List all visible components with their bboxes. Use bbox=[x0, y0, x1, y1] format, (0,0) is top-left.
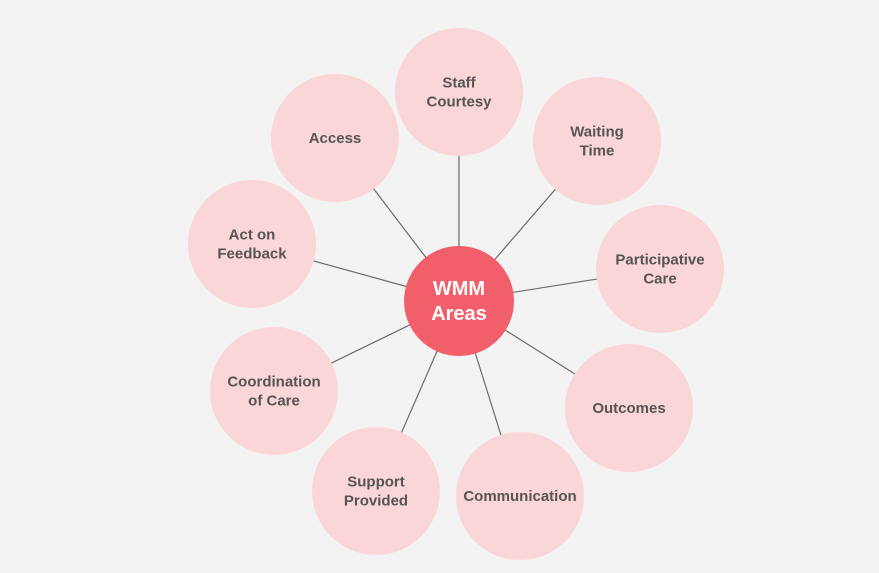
area-label: Support bbox=[347, 474, 405, 491]
center-node: WMM Areas bbox=[404, 246, 514, 356]
area-label: Feedback bbox=[217, 246, 287, 263]
area-label: Access bbox=[309, 130, 362, 147]
area-label: Waiting bbox=[570, 124, 624, 141]
area-circle bbox=[533, 77, 661, 205]
area-label: Coordination bbox=[227, 374, 320, 391]
area-label: of Care bbox=[248, 393, 300, 410]
area-node-access: Access bbox=[271, 74, 399, 202]
area-circle bbox=[188, 180, 316, 308]
area-circle bbox=[596, 205, 724, 333]
area-node-coordination-of-care: Coordination of Care bbox=[210, 327, 338, 455]
area-label: Participative bbox=[615, 252, 704, 269]
area-circle bbox=[210, 327, 338, 455]
center-label-line-1: WMM bbox=[433, 278, 485, 300]
area-nodes: StaffCourtesyWaitingTimeParticipativeCar… bbox=[188, 28, 724, 560]
area-label: Outcomes bbox=[592, 400, 665, 417]
area-label: Time bbox=[580, 143, 615, 160]
center-label-line-2: Areas bbox=[431, 303, 487, 325]
area-circle bbox=[271, 74, 399, 202]
area-node-act-on-feedback: Act on Feedback bbox=[188, 180, 316, 308]
area-circle bbox=[565, 344, 693, 472]
area-label: Courtesy bbox=[426, 94, 492, 111]
area-circle bbox=[456, 432, 584, 560]
area-node-communication: Communication bbox=[456, 432, 584, 560]
area-label: Provided bbox=[344, 493, 408, 510]
area-label: Act on bbox=[229, 227, 276, 244]
area-label: Communication bbox=[463, 488, 576, 505]
area-label: Staff bbox=[442, 75, 476, 92]
area-circle bbox=[395, 28, 523, 156]
area-label: Care bbox=[643, 271, 676, 288]
center-circle bbox=[404, 246, 514, 356]
area-node-outcomes: Outcomes bbox=[565, 344, 693, 472]
area-circle bbox=[312, 427, 440, 555]
